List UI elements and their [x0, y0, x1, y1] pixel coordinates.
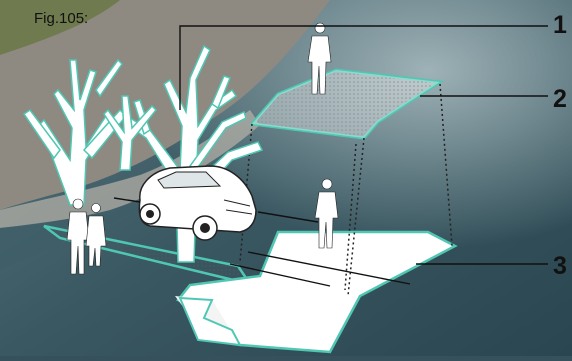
callout-number-1: 1	[553, 13, 567, 38]
figure-label: Fig.105:	[34, 10, 88, 27]
callout-number-3: 3	[553, 254, 567, 279]
callout-number-2: 2	[553, 87, 567, 112]
